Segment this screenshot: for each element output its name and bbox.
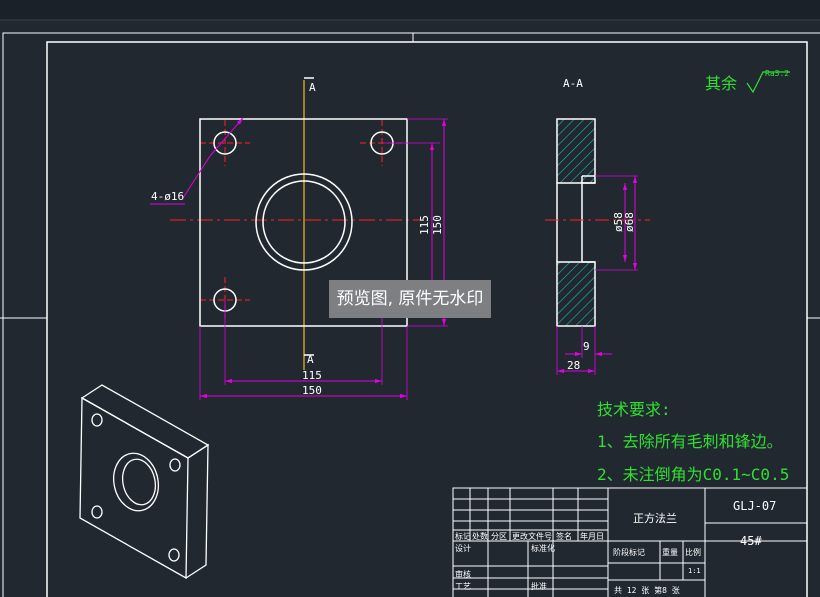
tb-standardize-label: 标准化 xyxy=(531,543,555,553)
tb-process-label: 工艺 xyxy=(455,582,471,591)
finish-value: Ra3.2 xyxy=(765,69,789,78)
dim-hole-pitch-v: 115 xyxy=(418,215,431,235)
bore-outer-circle xyxy=(255,173,353,271)
tb-header: 签名 xyxy=(556,531,572,541)
dim-thickness: 28 xyxy=(567,359,580,372)
hole-callout: 4-ø16 xyxy=(151,190,184,203)
surface-finish-note: 其余 Ra3.2 xyxy=(705,69,790,94)
dim-hole-pitch-h: 115 xyxy=(302,369,322,382)
tb-review-label: 审核 xyxy=(455,569,471,579)
cut-label-top: A xyxy=(309,81,316,94)
dim-width-v: 150 xyxy=(431,215,444,235)
tb-scale-value: 1:1 xyxy=(688,567,701,575)
dim-bore-inner: ø58 xyxy=(612,212,625,232)
tb-weight-label: 重量 xyxy=(662,547,678,557)
finish-prefix: 其余 xyxy=(705,74,737,93)
tb-approve-label: 批准 xyxy=(531,581,547,591)
cut-label-bottom: A xyxy=(307,353,314,366)
top-bar xyxy=(0,0,820,20)
tb-header: 分区 xyxy=(491,532,507,541)
roughness-symbol xyxy=(746,71,790,94)
tech-item: 2、未注倒角为C0.1~C0.5 xyxy=(597,465,789,484)
bolt-hole xyxy=(213,131,237,155)
dim-counterbore-depth: 9 xyxy=(583,340,590,353)
tb-sheet-info: 共 12 张 第8 张 xyxy=(614,585,680,595)
preview-watermark: 预览图, 原件无水印 xyxy=(329,280,491,318)
title-block: 标记 处数 分区 更改文件号 签名 年月日 设计 标准化 审核 工艺 批准 阶段… xyxy=(452,487,808,597)
isometric-view xyxy=(79,384,210,580)
tb-header: 处数 xyxy=(472,531,488,541)
section-label: A-A xyxy=(563,77,583,90)
section-view: A-A ø58 ø68 9 28 xyxy=(545,77,650,375)
tb-header: 标记 xyxy=(455,531,471,541)
bore-inner-circle xyxy=(262,180,346,264)
tech-requirements: 技术要求: 1、去除所有毛刺和锋边。 2、未注倒角为C0.1~C0.5 xyxy=(597,400,789,484)
tech-title: 技术要求: xyxy=(597,400,671,419)
tech-item: 1、去除所有毛刺和锋边。 xyxy=(597,432,783,451)
tb-stage-label: 阶段标记 xyxy=(613,547,645,557)
sheet-border xyxy=(0,32,820,597)
front-view: A A 4-ø16 115 150 115 150 xyxy=(150,77,448,400)
tb-design-label: 设计 xyxy=(455,543,471,553)
plate-outline xyxy=(199,118,408,327)
dim-width-h: 150 xyxy=(302,384,322,397)
tb-header: 更改文件号 xyxy=(512,531,552,541)
tb-material: 45# xyxy=(740,534,762,548)
tb-drawing-no: GLJ-07 xyxy=(733,499,776,513)
tb-header: 年月日 xyxy=(580,531,604,541)
tb-scale-label: 比例 xyxy=(685,547,701,557)
tb-part-name: 正方法兰 xyxy=(633,511,677,525)
dim-bore-outer: ø68 xyxy=(623,212,636,232)
